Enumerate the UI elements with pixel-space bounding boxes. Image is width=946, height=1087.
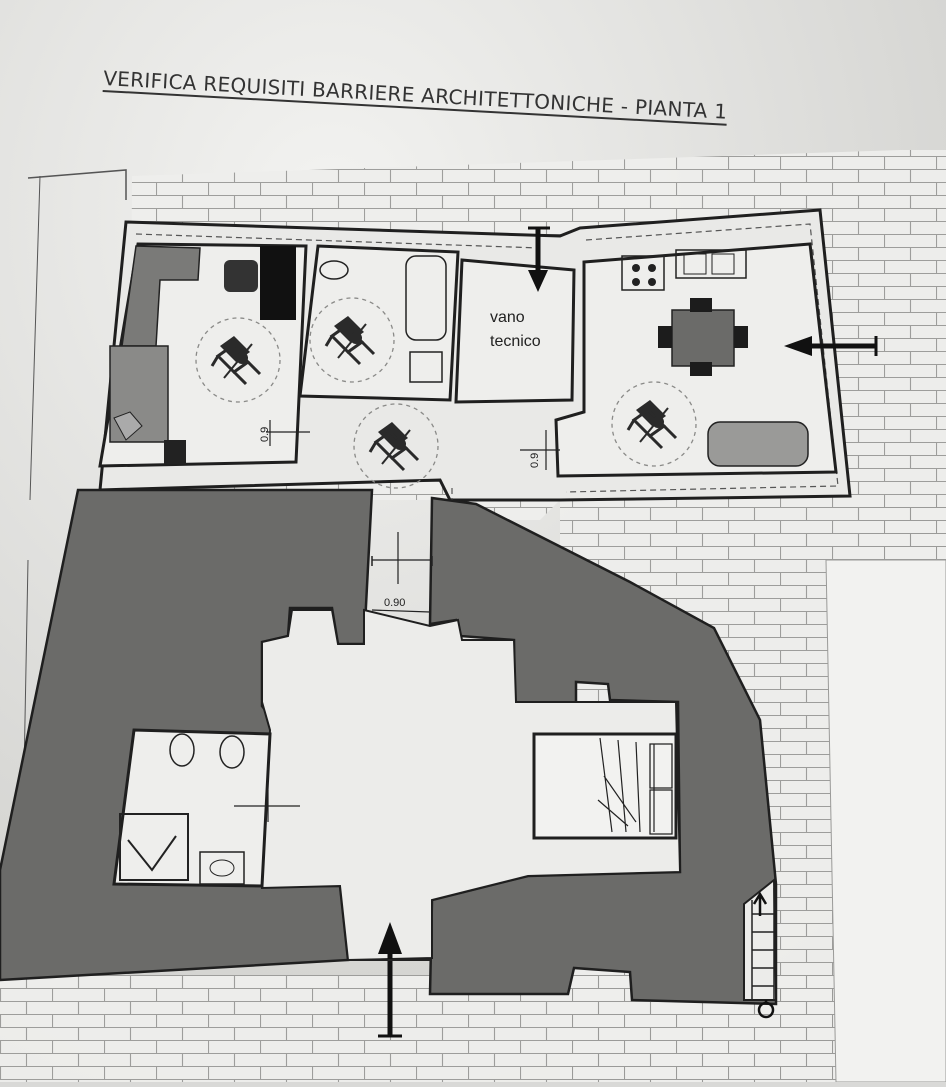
technical-room-label-2: tecnico <box>490 333 541 350</box>
study-room <box>98 242 308 468</box>
entrance-arrow-icon <box>528 226 550 292</box>
technical-room: vano tecnico <box>454 258 576 404</box>
door-width-right: 0.9 <box>529 453 541 468</box>
entrance-arrow-icon <box>378 922 402 1038</box>
staircase-icon <box>743 877 778 1019</box>
upper-bathroom <box>298 244 460 402</box>
door-width-left: 0.9 <box>259 427 271 442</box>
technical-room-label-1: vano <box>490 309 525 326</box>
kitchen-living-room <box>554 242 838 478</box>
upper-apartment: vano tecnico 0.9 0.9 <box>98 208 852 508</box>
door-width-main: 0.90 <box>384 597 405 609</box>
lower-apartment: 0.90 <box>0 488 778 1038</box>
bedroom-bed <box>532 732 678 840</box>
entrance-arrow-icon <box>784 336 878 356</box>
lower-bathroom <box>112 728 300 888</box>
